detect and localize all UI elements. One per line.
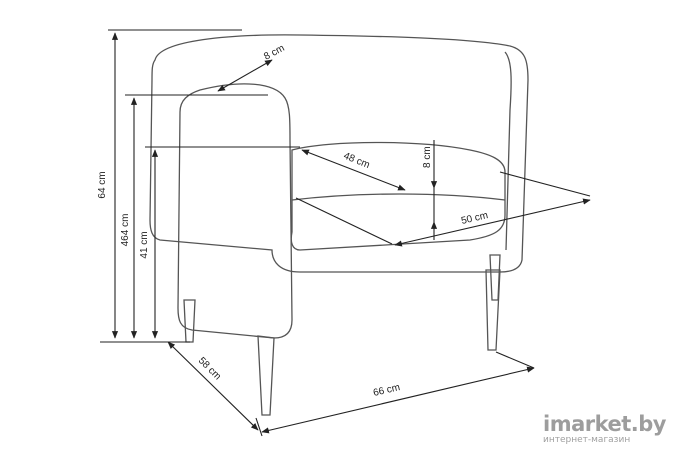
dim-seat-depth: 48 cm xyxy=(301,149,406,191)
label-seat-thickness: 8 cm xyxy=(422,146,433,168)
dim-width: 66 cm xyxy=(255,351,535,437)
dim-seat-width: 50 cm xyxy=(295,171,591,247)
label-width: 66 cm xyxy=(372,382,401,399)
dim-total-height: 64 cm xyxy=(97,29,242,339)
seat-cushion xyxy=(290,141,506,251)
watermark-tagline: интернет-магазин xyxy=(543,435,631,445)
watermark: imarket.by интернет-магазин xyxy=(543,412,667,446)
dim-depth: 58 cm xyxy=(167,341,259,431)
label-arm-width: 8 cm xyxy=(262,43,286,63)
dim-seat-thickness: 8 cm xyxy=(422,140,438,240)
label-arm-height: 464 cm xyxy=(120,214,131,247)
right-arm xyxy=(504,51,512,251)
leg-back-right xyxy=(489,254,501,301)
label-depth: 58 cm xyxy=(196,355,223,382)
leg-front-right xyxy=(485,269,501,351)
label-seat-height: 41 cm xyxy=(139,231,150,258)
dim-arm-height: 464 cm xyxy=(120,94,268,339)
seat-edge xyxy=(291,193,506,201)
left-arm xyxy=(177,83,293,339)
leg-front-left xyxy=(257,335,275,416)
label-total-height: 64 cm xyxy=(97,171,108,198)
chair-back xyxy=(149,34,529,273)
watermark-brand: imarket.by xyxy=(543,412,667,436)
dim-seat-height: 41 cm xyxy=(139,146,300,339)
leg-back-left xyxy=(183,299,196,343)
label-seat-depth: 48 cm xyxy=(342,151,371,171)
